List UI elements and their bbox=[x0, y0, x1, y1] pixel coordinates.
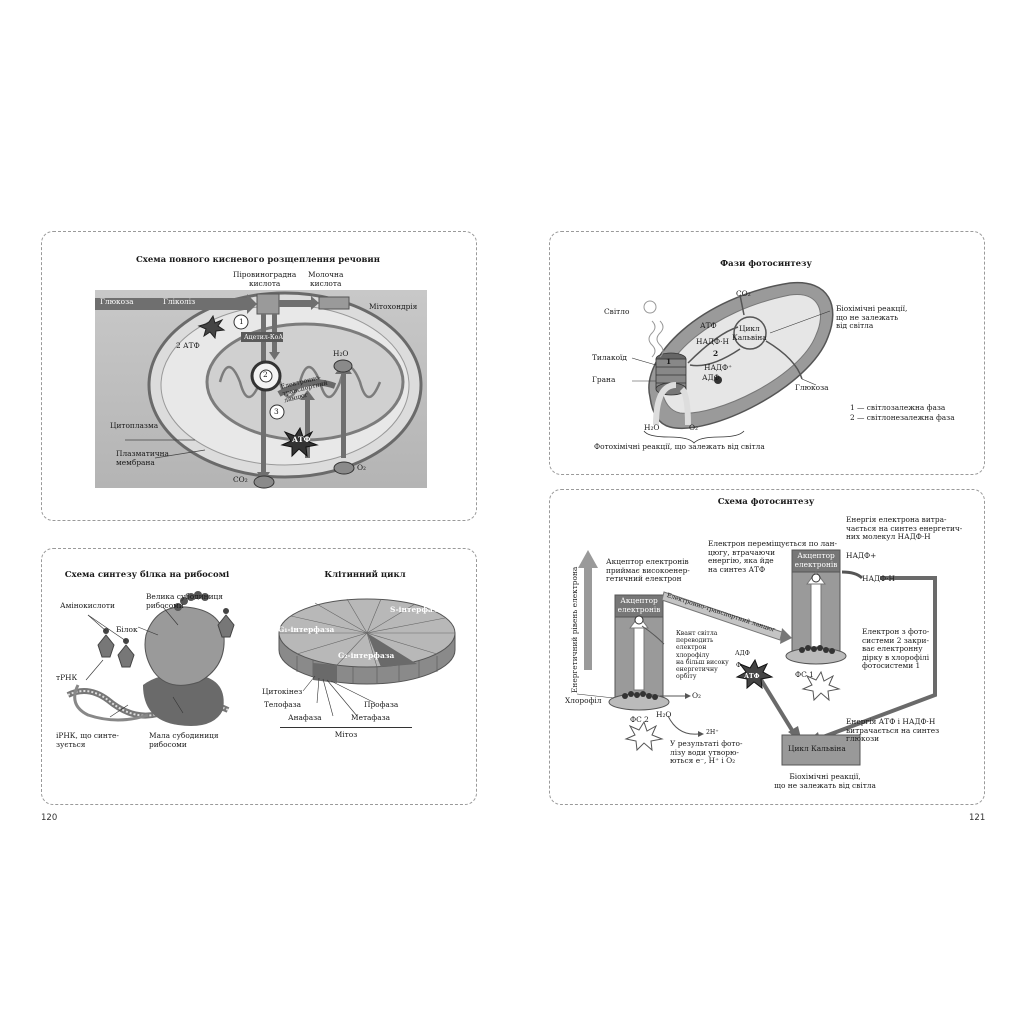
electron-fs2-label: Електрон з фото-системи 2 закри-ває елек… bbox=[862, 627, 930, 671]
chlorophyll-label: Хлорофіл bbox=[565, 696, 602, 705]
trna-label: тРНК bbox=[56, 673, 78, 682]
light-label: Світло bbox=[604, 307, 630, 316]
f-label-scheme: Ф bbox=[736, 662, 742, 669]
h2o-label-resp: H₂O bbox=[333, 349, 349, 358]
electron-moves-label: Електрон переміщується по лан-цюгу, втра… bbox=[708, 539, 838, 574]
protein-title: Схема синтезу білка на рибосомі bbox=[64, 570, 230, 580]
page-number-right: 121 bbox=[969, 813, 986, 823]
atf-label-scheme: АТФ bbox=[744, 673, 760, 680]
mitosis-bracket bbox=[280, 727, 412, 728]
respiration-title: Схема повного кисневого розщеплення речо… bbox=[136, 255, 380, 265]
glucose-label: Глюкоза bbox=[100, 297, 134, 306]
prophase-label: Профаза bbox=[364, 700, 399, 709]
phase-two-label: 2 bbox=[713, 349, 719, 358]
cellcycle-diagram bbox=[278, 598, 456, 717]
atp-star-small bbox=[197, 314, 226, 340]
nadp-plus-label: НАДФ+ bbox=[846, 551, 877, 560]
s-phase-label: S-інтерфаза bbox=[390, 605, 443, 614]
small-subunit-shape bbox=[143, 673, 224, 726]
ribosome-diagram bbox=[66, 591, 235, 726]
h2-label-scheme: 2H⁺ bbox=[706, 729, 719, 736]
aminoacids-label: Амінокислоти bbox=[60, 601, 115, 610]
g1-phase-label: G₁-інтерфаза bbox=[278, 625, 335, 634]
number-1: 1 bbox=[239, 317, 244, 326]
nadph-label-scheme: НАДФ·Н bbox=[862, 574, 895, 583]
cellcycle-title: Клітинний цикл bbox=[324, 570, 406, 580]
protein-label: Білок bbox=[116, 625, 138, 634]
atp-star-large bbox=[280, 426, 319, 458]
o2-label-resp: O₂ bbox=[357, 463, 367, 472]
phases-title: Фази фотосинтезу bbox=[720, 259, 812, 269]
photolysis-label: У результаті фото-лізу води утворю-ються… bbox=[670, 739, 743, 766]
number-2: 2 bbox=[263, 370, 268, 379]
number-3: 3 bbox=[274, 407, 279, 416]
cytoplasm-label: Цитоплазма bbox=[110, 421, 159, 430]
thylakoid-label: Тилакоїд bbox=[592, 353, 627, 362]
atp2-label: 2 АТФ bbox=[176, 341, 200, 350]
nadp-label-phases: НАДФ⁺ bbox=[704, 363, 733, 372]
energy-nadph-label: Енергія електрона витра-чається на синте… bbox=[846, 515, 963, 542]
co2-label-resp: CO₂ bbox=[233, 475, 248, 484]
energy-axis-label: Енергетичний рівень електрона bbox=[570, 566, 579, 693]
glucose-label-phases: Глюкоза bbox=[795, 383, 829, 392]
grana-label: Грана bbox=[592, 375, 616, 384]
anaphase-label: Анафаза bbox=[288, 713, 322, 722]
respiration-diagram bbox=[95, 290, 427, 489]
irna-label: іРНК, що синте-зується bbox=[56, 731, 119, 749]
phase-one-label: 1 bbox=[666, 357, 672, 366]
mitochondrion-label: Мітохондрія bbox=[369, 302, 418, 311]
fs2-label: ФС 2 bbox=[630, 715, 649, 724]
atf-star-scheme bbox=[735, 658, 774, 690]
glycolysis-label: Гліколіз bbox=[163, 297, 196, 306]
fs1-label: ФС 1 bbox=[795, 670, 814, 679]
atf-label-resp: АТФ bbox=[292, 435, 311, 444]
acetyl-coa-label: Ацетил-КоА bbox=[244, 334, 284, 341]
chloroplast-diagram bbox=[631, 281, 834, 444]
calvin-cycle-label-scheme: Цикл Кальвіна bbox=[788, 744, 846, 753]
mitosis-label: Мітоз bbox=[334, 730, 358, 739]
atf-label-phases: АТФ bbox=[700, 321, 717, 330]
scheme-title: Схема фотосинтезу bbox=[717, 497, 815, 507]
telophase-label: Телофаза bbox=[264, 700, 302, 709]
adf-label-phases: АДФ bbox=[702, 373, 720, 382]
adf-label-scheme: АДФ bbox=[735, 650, 750, 657]
legend-dark-phase: 2 — світлонезалежна фаза bbox=[850, 413, 955, 422]
nadph-label-phases: НАДФ·Н bbox=[696, 337, 729, 346]
page-number-left: 120 bbox=[41, 813, 58, 823]
o2-label-scheme: O₂ bbox=[692, 691, 702, 700]
h2o-label-scheme: H₂O bbox=[656, 710, 672, 719]
scheme-diagram bbox=[576, 549, 937, 766]
photochem-label: Фотохімічні реакції, що залежать від сві… bbox=[594, 442, 765, 451]
o2-label-phases: O₂ bbox=[689, 423, 699, 432]
g2-phase-label: G₂-інтерфаза bbox=[338, 651, 395, 660]
large-subunit-shape bbox=[144, 606, 225, 686]
h2o-label-phases: H₂O bbox=[644, 423, 660, 432]
cytokinesis-label: Цитокінез bbox=[262, 687, 303, 696]
legend-light-phase: 1 — світлозалежна фаза bbox=[850, 403, 946, 412]
metaphase-label: Метафаза bbox=[351, 713, 391, 722]
co2-label-phases: CO₂ bbox=[736, 289, 751, 298]
bio-reactions-label-scheme: Біохімічні реакції,що не залежать від св… bbox=[774, 772, 876, 790]
